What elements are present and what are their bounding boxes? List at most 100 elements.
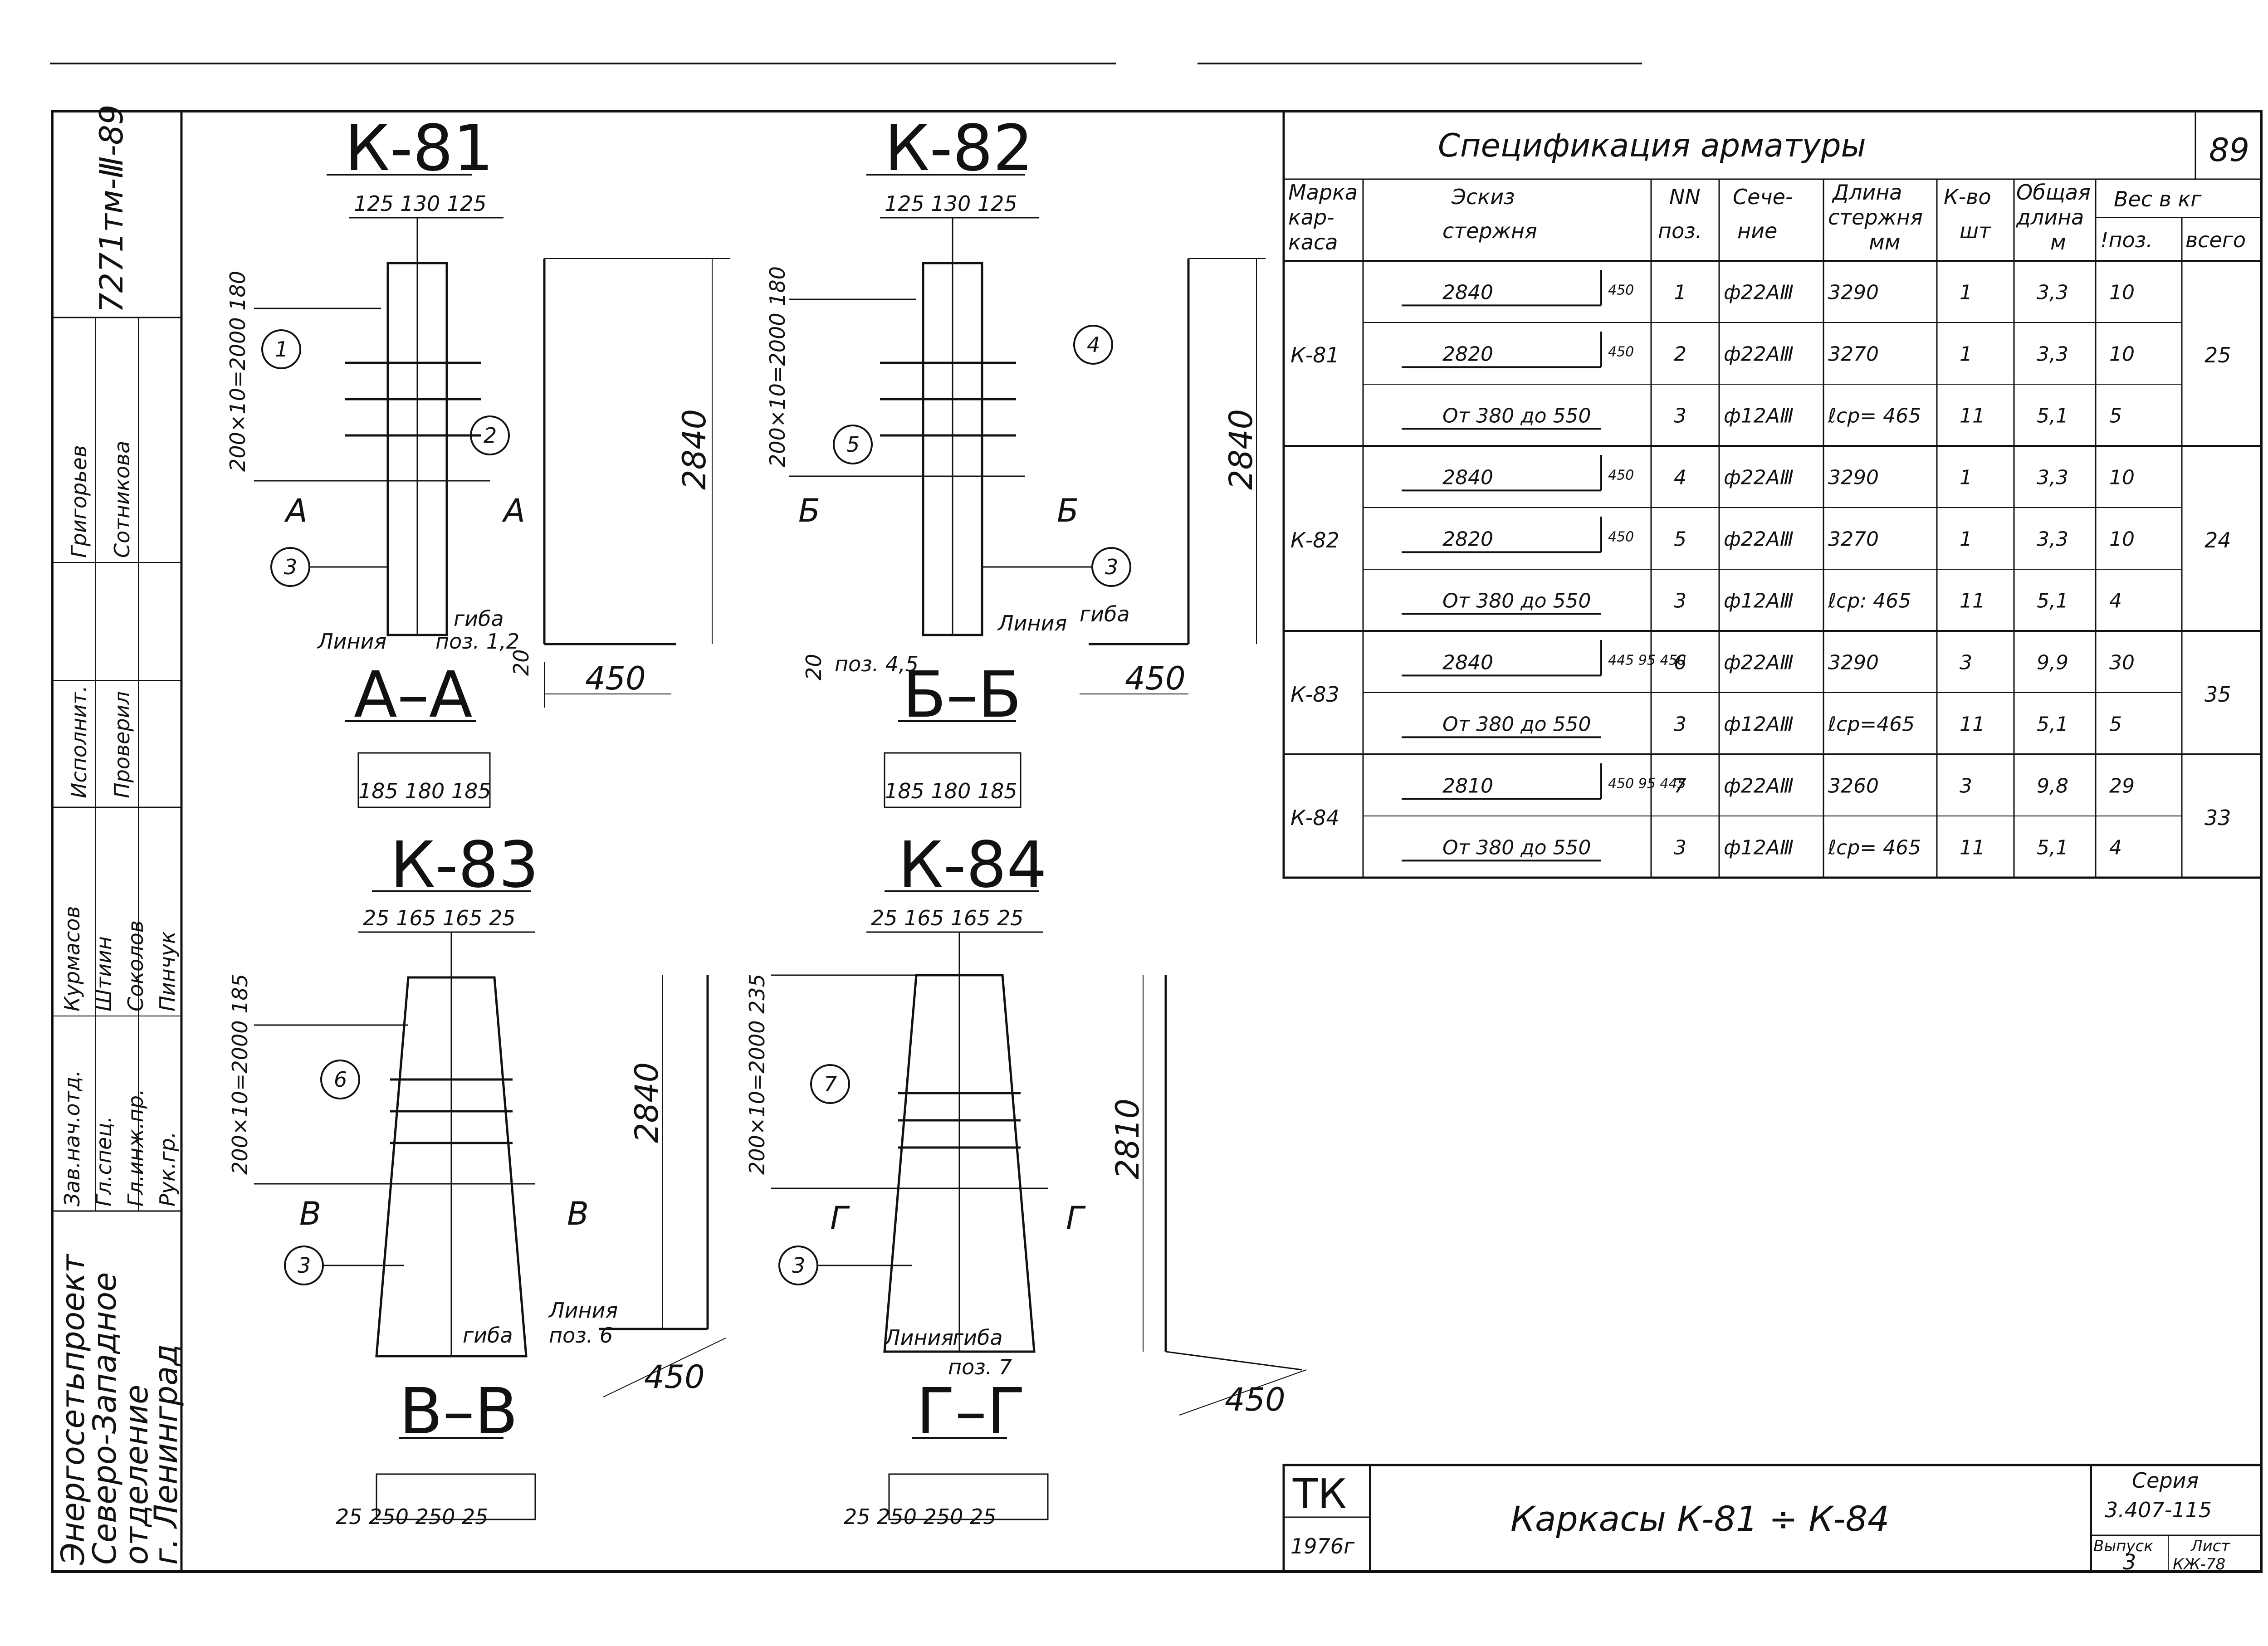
frame-k83-height: 2840 xyxy=(628,1062,665,1143)
cell-length: ℓср= 465 xyxy=(1828,836,1921,859)
cell-pos: 2 xyxy=(1674,342,1686,366)
cell-pos: 3 xyxy=(1674,589,1686,612)
stamp-name-1: Штиин xyxy=(92,936,116,1011)
sketch-label: От 380 до 550 xyxy=(1442,713,1591,736)
frame-k82-title: К-82 xyxy=(885,112,1033,186)
frame-k82-bend-1: гиба xyxy=(1080,602,1130,626)
group-mark: К-84 xyxy=(1290,806,1339,830)
frame-k84-mark-left: Г xyxy=(830,1200,850,1237)
series-label: Серия xyxy=(2132,1468,2199,1493)
hdr-total-0: Общая xyxy=(2016,180,2091,205)
sketch-label: 2820 xyxy=(1442,528,1493,551)
hdr-mark-2: каса xyxy=(1288,230,1338,254)
hdr-qty-1: шт xyxy=(1960,219,1991,243)
stamp-name-2: Соколов xyxy=(123,920,148,1011)
stamp-name-0: Курмасов xyxy=(60,906,84,1011)
hdr-section-1: ние xyxy=(1737,219,1777,243)
frame-k81-section-title: А–А xyxy=(354,658,473,732)
frame-k83-mark-right: В xyxy=(567,1195,589,1232)
frame-k81-top-dims: 125 130 125 xyxy=(354,191,487,216)
hdr-length-0: Длина xyxy=(1832,180,1902,205)
cell-pos: 3 xyxy=(1674,404,1686,427)
frame-k83-bend-0: Линия xyxy=(548,1298,618,1323)
cell-weight: 4 xyxy=(2109,589,2122,612)
cell-section: ф22АⅢ xyxy=(1724,774,1794,797)
frame-k84-bend-2: поз. 7 xyxy=(948,1355,1012,1379)
frame-k83-bend-1: гиба xyxy=(463,1323,513,1348)
cell-total: 9,8 xyxy=(2037,774,2068,797)
cell-qty: 3 xyxy=(1960,774,1972,797)
frame-k81: К-81 125 130 125 200×10=2000 180 1 2 3 А… xyxy=(225,112,730,808)
frame-k83-mark-left: В xyxy=(299,1195,321,1232)
frame-k83: К-83 25 165 165 25 200×10=2000 185 6 3 В… xyxy=(228,828,726,1529)
cell-length: 3290 xyxy=(1828,466,1879,489)
frame-k81-callout-3: 3 xyxy=(284,555,297,579)
cell-pos: 3 xyxy=(1674,836,1686,859)
frame-k84-callout-7: 7 xyxy=(824,1072,837,1096)
title-year: 1976г xyxy=(1290,1534,1355,1558)
sketch-label: От 380 до 550 xyxy=(1442,404,1591,427)
frame-k84-section-dims: 25 250 250 25 xyxy=(844,1504,997,1529)
group-total: 24 xyxy=(2204,528,2231,552)
cell-length: 3260 xyxy=(1828,774,1879,797)
group-mark: К-82 xyxy=(1290,528,1339,552)
sketch-hook: 450 xyxy=(1608,467,1634,483)
group-mark: К-81 xyxy=(1290,343,1339,367)
issue-value: 3 xyxy=(2123,1550,2136,1574)
hdr-sketch-0: Эскиз xyxy=(1451,185,1515,209)
cell-section: ф22АⅢ xyxy=(1724,281,1794,304)
frame-k83-vertical: 200×10=2000 185 xyxy=(228,974,252,1175)
sketch-hook: 450 xyxy=(1608,282,1634,298)
cell-qty: 11 xyxy=(1960,404,1985,427)
stamp-role-1: Гл.спец. xyxy=(92,1116,116,1206)
title-block: ТК 1976г Каркасы К-81 ÷ К-84 Серия 3.407… xyxy=(1282,1464,2263,1574)
frame-k83-bend-2: поз. 6 xyxy=(549,1323,613,1348)
stamp-role-3: Рук.гр. xyxy=(155,1132,180,1206)
spec-table: Спецификация арматуры 89 Марка кар- каса… xyxy=(1282,110,2263,879)
stamp-name-3: Пинчук xyxy=(155,931,180,1011)
frame-k84: К-84 25 165 165 25 200×10=2000 235 7 3 Г… xyxy=(745,828,1307,1529)
cell-length: 3290 xyxy=(1828,651,1879,674)
stamp-role-0: Зав.нач.отд. xyxy=(60,1070,84,1206)
cell-pos: 3 xyxy=(1674,713,1686,736)
frame-k84-vertical: 200×10=2000 235 xyxy=(745,974,769,1175)
hdr-pos-0: NN xyxy=(1669,185,1701,209)
cell-weight: 10 xyxy=(2109,281,2135,304)
frame-k82-bottom: 450 xyxy=(1125,660,1186,697)
cell-total: 5,1 xyxy=(2037,713,2068,736)
frame-k83-section-title: В–В xyxy=(399,1375,518,1449)
cell-total: 3,3 xyxy=(2037,466,2068,489)
frame-k82-callout-4: 4 xyxy=(1087,332,1100,357)
frame-k83-top-dims: 25 165 165 25 xyxy=(363,906,516,930)
cell-pos: 1 xyxy=(1674,281,1686,304)
cell-pos: 4 xyxy=(1674,466,1686,489)
frame-k82-top-dims: 125 130 125 xyxy=(885,191,1017,216)
sketch-label: От 380 до 550 xyxy=(1442,836,1591,859)
frame-k81-callout-1: 1 xyxy=(275,337,288,361)
sketch-label: 2840 xyxy=(1442,466,1493,489)
cell-weight: 5 xyxy=(2109,404,2122,427)
cell-weight: 10 xyxy=(2109,466,2135,489)
frame-k84-bottom: 450 xyxy=(1225,1381,1286,1418)
cell-qty: 3 xyxy=(1960,651,1972,674)
sheet-value: КЖ-78 xyxy=(2173,1555,2225,1573)
frame-k81-bend-2: поз. 1,2 xyxy=(435,629,519,654)
cell-section: ф12АⅢ xyxy=(1724,713,1794,736)
group-mark: К-83 xyxy=(1290,682,1339,707)
frame-k81-small: 20 xyxy=(509,649,533,676)
cell-section: ф12АⅢ xyxy=(1724,404,1794,427)
frame-k84-height: 2810 xyxy=(1109,1099,1146,1179)
sketch-label: От 380 до 550 xyxy=(1442,589,1591,612)
frame-k84-section-title: Г–Г xyxy=(916,1375,1026,1449)
sheet-frame xyxy=(51,110,2263,1573)
frame-k84-bend-0: Линия xyxy=(884,1325,953,1350)
stamp-role2-0: Исполнит. xyxy=(67,685,91,798)
issue-label: Выпуск xyxy=(2093,1537,2153,1555)
stamp-name2-0: Григорьев xyxy=(67,445,91,558)
frame-k82-mark-right: Б xyxy=(1057,492,1079,529)
stamp-org-2: отделение xyxy=(118,1385,155,1565)
frame-k83-section-dims: 25 250 250 25 xyxy=(336,1504,489,1529)
frame-k82-bend-0: Линия xyxy=(997,611,1067,635)
cell-total: 3,3 xyxy=(2037,342,2068,366)
frame-k82-callout-5: 5 xyxy=(846,432,860,457)
